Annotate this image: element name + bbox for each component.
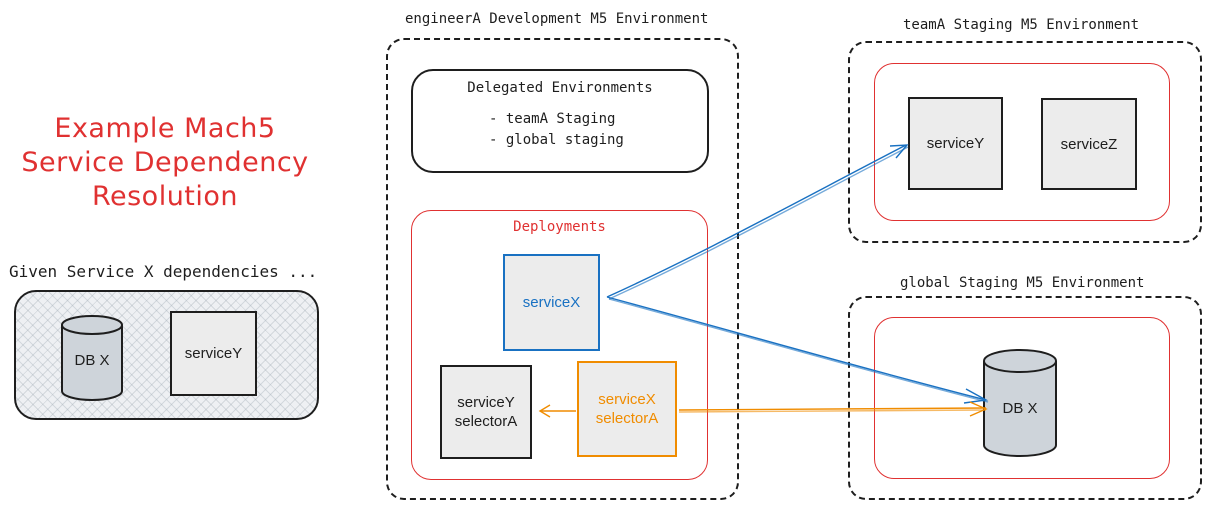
team-env-label: teamA Staging M5 Environment (903, 17, 1140, 33)
team-env-container (848, 41, 1202, 243)
service-x-box: serviceX (503, 254, 600, 351)
service-x-selector-box: serviceX selectorA (577, 361, 677, 457)
title-line-2: Service Dependency (21, 147, 309, 178)
given-dependencies-box (14, 290, 319, 420)
delegated-item-team-a: - teamA Staging (489, 111, 616, 127)
service-x-selector-label: serviceX selectorA (595, 391, 659, 427)
global-db-label: DB X (1002, 400, 1038, 417)
title-line-1: Example Mach5 (54, 113, 276, 144)
given-service-y-label: serviceY (184, 345, 243, 362)
global-env-inner-box (874, 317, 1170, 479)
title-line-3: Resolution (91, 181, 239, 212)
given-db-label: DB X (74, 352, 110, 369)
given-service-y-box: serviceY (170, 311, 257, 396)
dev-env-label: engineerA Development M5 Environment (405, 11, 709, 27)
team-service-y-label: serviceY (926, 135, 985, 152)
service-y-selector-label: serviceY selectorA (454, 394, 518, 430)
team-env-inner-box (874, 63, 1170, 221)
delegated-environments-title: Delegated Environments (467, 80, 653, 96)
service-y-selector-box: serviceY selectorA (440, 365, 532, 459)
delegated-environments-box: Delegated Environments - teamA Staging -… (411, 69, 709, 173)
global-env-label: global Staging M5 Environment (900, 275, 1145, 291)
service-x-label: serviceX (522, 294, 581, 311)
diagram-title: Example Mach5 Service Dependency Resolut… (20, 112, 310, 214)
delegated-item-global: - global staging (489, 132, 624, 148)
given-dependencies-label: Given Service X dependencies ... (9, 262, 318, 281)
team-service-z-label: serviceZ (1060, 135, 1118, 153)
team-service-z-box: serviceZ (1041, 98, 1137, 190)
deployments-title: Deployments (513, 219, 606, 235)
team-service-y-box: serviceY (908, 97, 1003, 190)
